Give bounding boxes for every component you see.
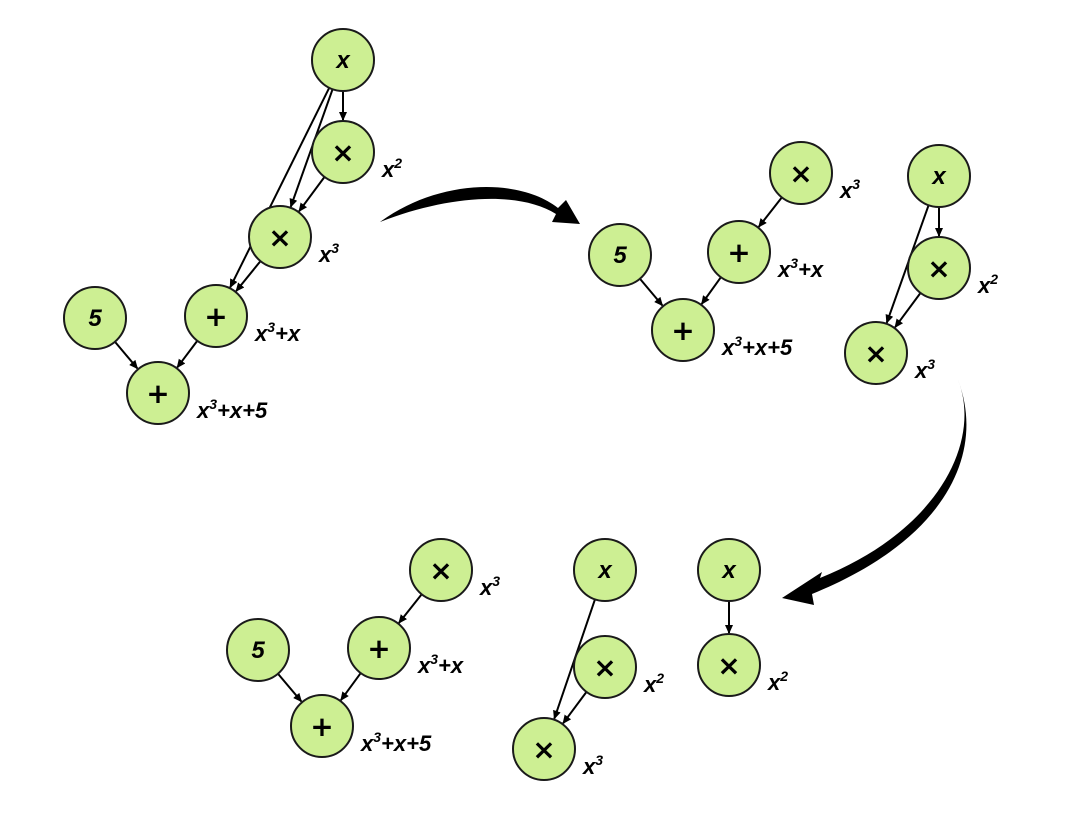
edge-g2-c-d [700, 276, 722, 305]
node-g3-e: x [573, 538, 637, 602]
node-circle [573, 538, 637, 602]
node-label-x3x5: x3+x+5 [721, 333, 793, 360]
node-symbol-times: × [429, 554, 452, 587]
node-circle [512, 717, 576, 781]
node-symbol-times: × [593, 651, 616, 684]
node-label-x3: x3 [839, 176, 860, 203]
node-symbol-times: × [331, 136, 354, 169]
node-g1-b: × [311, 120, 375, 184]
node-g2-a: × [769, 141, 833, 205]
node-symbol-times: × [717, 649, 740, 682]
node-circle [697, 633, 761, 697]
edge-g1-d-f [114, 341, 139, 370]
node-label-x3x5: x3+x+5 [196, 396, 268, 423]
node-circle [907, 236, 971, 300]
node-symbol-five: 5 [251, 637, 265, 664]
node-circle [226, 618, 290, 682]
transform-arrow-2 [782, 380, 967, 605]
node-circle [248, 205, 312, 269]
node-g2-f: × [907, 236, 971, 300]
node-symbol-plus: + [727, 236, 750, 269]
node-label-x3x5: x3+x+5 [360, 729, 432, 756]
node-symbol-plus: + [367, 632, 390, 665]
node-g3-b: 5 [226, 618, 290, 682]
node-g3-a: × [409, 538, 473, 602]
node-symbol-plus: + [671, 314, 694, 347]
node-label-x2: x2 [767, 668, 788, 695]
edge-g1-b-c [298, 176, 326, 213]
node-g3-g: × [512, 717, 576, 781]
node-symbol-plus: + [146, 377, 169, 410]
node-circle [126, 361, 190, 425]
node-label-x3x: x3+x [417, 651, 464, 678]
node-g2-b: 5 [588, 223, 652, 287]
node-label-x3: x3 [582, 752, 603, 779]
node-g3-f: × [573, 635, 637, 699]
edge-g1-c-e [235, 260, 262, 292]
node-symbol-plus: + [310, 710, 333, 743]
node-circle [347, 616, 411, 680]
edge-g3-c-d [340, 672, 362, 701]
node-label-x2: x2 [643, 670, 664, 697]
node-g1-c: × [248, 205, 312, 269]
node-g1-d: 5 [63, 286, 127, 350]
node-label-x3: x3 [318, 240, 339, 267]
edge-g2-a-c [757, 196, 783, 228]
edge-g3-f-g [562, 691, 588, 725]
node-label-x2: x2 [977, 271, 998, 298]
node-g3-d: + [290, 694, 354, 758]
node-circle [290, 694, 354, 758]
node-circle [697, 538, 761, 602]
node-circle [769, 141, 833, 205]
node-circle [651, 298, 715, 362]
edge-g2-f-g [894, 292, 922, 329]
node-symbol-x: x [930, 163, 947, 190]
edge-g3-b-d [277, 673, 303, 703]
node-symbol-x: x [720, 557, 737, 584]
nodes-layer: x×x2×x35+x3+x+x3+x+5×x35+x3+x+x3+x+5x×x2… [63, 28, 998, 781]
node-symbol-x: x [334, 47, 351, 74]
node-g2-e: x [907, 144, 971, 208]
node-symbol-plus: + [204, 300, 227, 333]
node-symbol-five: 5 [88, 305, 102, 332]
edge-g1-a-e [229, 87, 331, 289]
node-label-x3x: x3+x [777, 255, 824, 282]
edge-g1-e-f [176, 340, 199, 369]
node-circle [63, 286, 127, 350]
node-g3-i: × [697, 633, 761, 697]
node-g2-c: + [707, 220, 771, 284]
node-symbol-times: × [864, 337, 887, 370]
node-circle [844, 321, 908, 385]
node-symbol-times: × [789, 157, 812, 190]
node-g3-h: x [697, 538, 761, 602]
node-label-x3: x3 [914, 356, 935, 383]
node-g1-e: + [184, 284, 248, 348]
node-symbol-times: × [532, 733, 555, 766]
node-g2-g: × [844, 321, 908, 385]
node-circle [573, 635, 637, 699]
edge-g3-a-c [398, 593, 423, 624]
node-circle [588, 223, 652, 287]
node-circle [184, 284, 248, 348]
node-circle [907, 144, 971, 208]
transform-arrow-1 [380, 187, 580, 224]
node-label-x3x: x3+x [254, 319, 301, 346]
node-symbol-five: 5 [613, 242, 627, 269]
node-label-x3: x3 [479, 573, 500, 600]
node-g1-f: + [126, 361, 190, 425]
node-label-x2: x2 [381, 155, 402, 182]
node-symbol-x: x [596, 557, 613, 584]
node-symbol-times: × [268, 221, 291, 254]
node-circle [311, 28, 375, 92]
node-symbol-times: × [927, 252, 950, 285]
node-g1-a: x [311, 28, 375, 92]
node-g3-c: + [347, 616, 411, 680]
edge-g2-b-d [639, 278, 664, 307]
node-circle [409, 538, 473, 602]
node-circle [707, 220, 771, 284]
node-circle [311, 120, 375, 184]
node-g2-d: + [651, 298, 715, 362]
